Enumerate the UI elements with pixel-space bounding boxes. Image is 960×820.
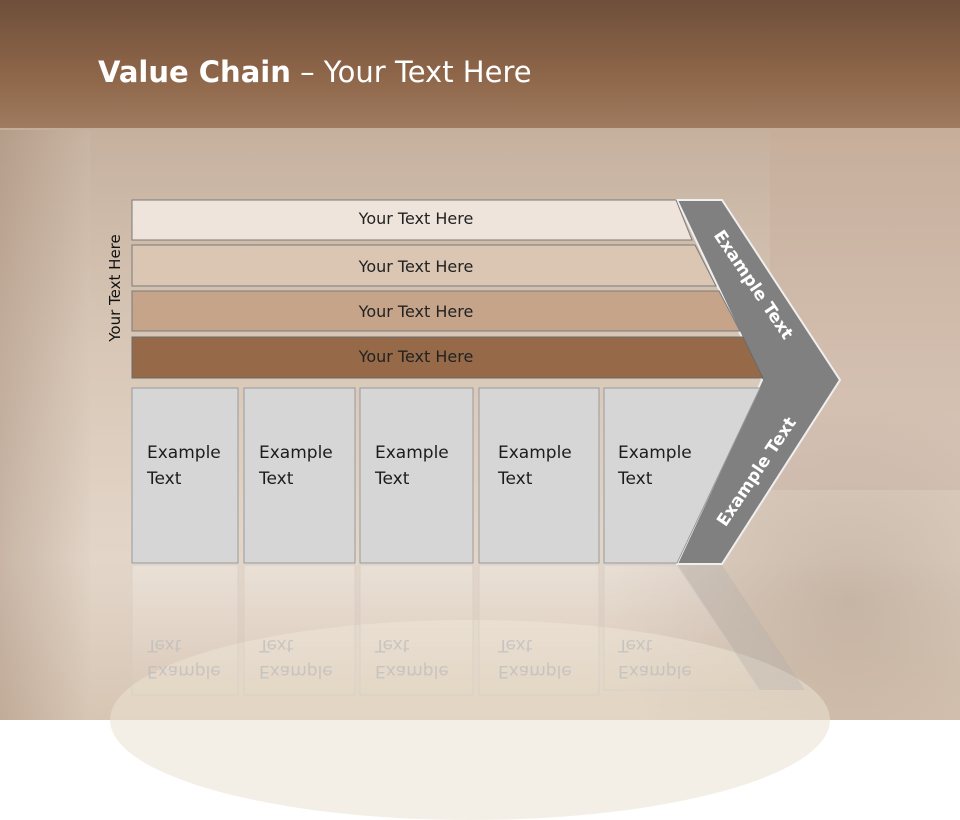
title-bar (0, 0, 960, 128)
cell-4-refl-line2: Text (498, 635, 533, 655)
cell-3 (359, 387, 474, 564)
title-rest: – Your Text Here (290, 55, 532, 89)
cell-1 (131, 387, 239, 564)
cell-5-refl-line2: Text (618, 635, 653, 655)
title-bold: Value Chain (98, 55, 291, 89)
reflection (131, 564, 805, 696)
bar-4-label: Your Text Here (358, 347, 474, 366)
cell-5 (603, 387, 761, 564)
cell-3-reflection: Example Text (375, 632, 449, 684)
cell-2-refl-line2: Text (259, 635, 294, 655)
background-bookshelf-left (0, 130, 90, 720)
bar-2-label: Your Text Here (358, 257, 474, 276)
cell-4 (478, 387, 600, 564)
cell-3-refl-line2: Text (375, 635, 410, 655)
bar-3 (131, 290, 741, 332)
cell-3-refl-line1: Example (375, 661, 449, 681)
cell-2-line2: Text (259, 469, 294, 489)
bar-1 (131, 199, 693, 241)
cell-5-reflection: Example Text (618, 632, 692, 684)
cell-5-refl-line1: Example (618, 661, 692, 681)
cell-3-line2: Text (375, 469, 410, 489)
cell-1-refl-line2: Text (147, 635, 182, 655)
cell-3-line1: Example (375, 443, 449, 463)
cell-1-line2: Text (147, 469, 182, 489)
cell-5-line1: Example (618, 443, 692, 463)
cell-4-line1: Example (498, 443, 572, 463)
cell-1-line1: Example (147, 443, 221, 463)
bar-4 (131, 336, 764, 379)
cell-2 (243, 387, 356, 564)
cell-4-refl-line1: Example (498, 661, 572, 681)
cell-2-reflection: Example Text (259, 632, 333, 684)
cell-5-line2: Text (618, 469, 653, 489)
bar-2 (131, 244, 717, 287)
cell-2-refl-line1: Example (259, 661, 333, 681)
cell-4-line2: Text (498, 469, 533, 489)
bar-1-label: Your Text Here (358, 209, 474, 228)
cell-1-refl-line1: Example (147, 661, 221, 681)
slide-title: Value Chain – Your Text Here (98, 55, 532, 89)
bar-3-label: Your Text Here (358, 302, 474, 321)
chevron-arrow (675, 199, 842, 565)
cell-1-reflection: Example Text (147, 632, 221, 684)
cell-4-reflection: Example Text (498, 632, 572, 684)
cell-2-line1: Example (259, 443, 333, 463)
value-chain-diagram (131, 199, 842, 696)
